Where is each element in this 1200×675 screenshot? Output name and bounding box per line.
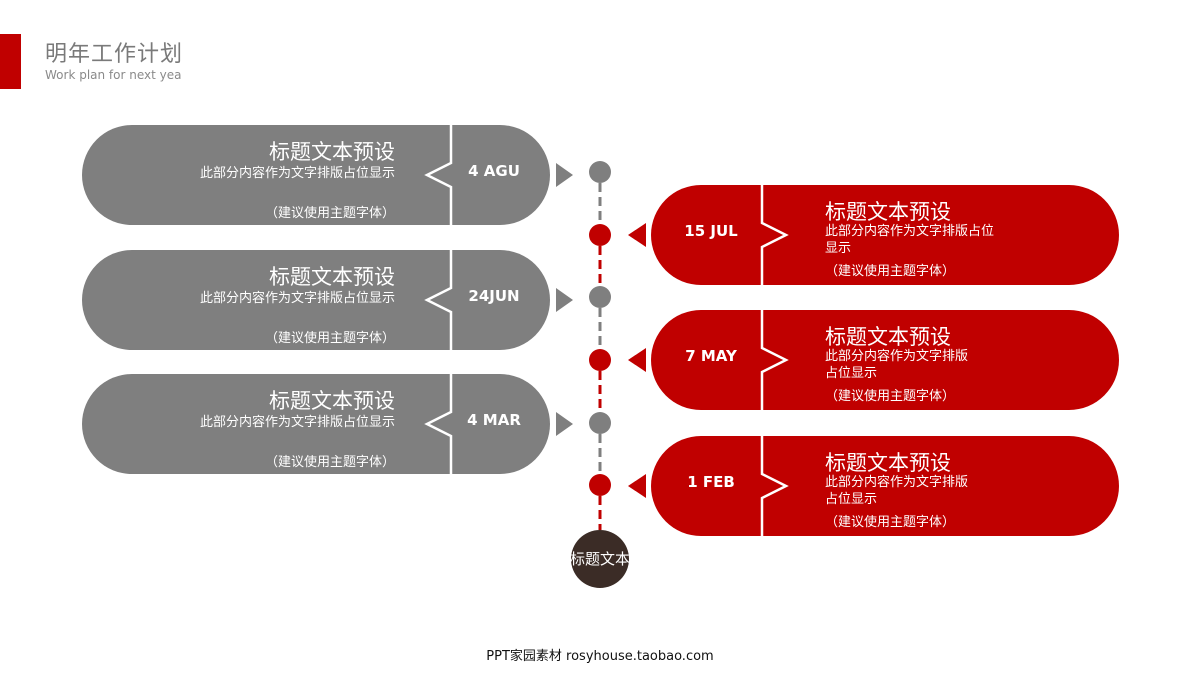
card-date: 24JUN [468, 287, 520, 305]
card-note: （建议使用主题字体） [825, 389, 956, 404]
card-date: 1 FEB [687, 473, 735, 491]
card-divider [424, 250, 453, 350]
card-divider [760, 185, 789, 285]
timeline-node [589, 412, 611, 434]
card-body-line: 此部分内容作为文字排版占位 [825, 224, 995, 239]
card-note: （建议使用主题字体） [264, 331, 395, 346]
card-note: （建议使用主题字体） [264, 455, 395, 470]
card-body-line: 显示 [825, 241, 852, 256]
timeline-card-left-1: 标题文本预设 此部分内容作为文字排版占位显示 （建议使用主题字体） 4 AGU [82, 125, 550, 225]
timeline-card-left-2: 标题文本预设 此部分内容作为文字排版占位显示 （建议使用主题字体） 24JUN [82, 250, 550, 350]
card-date: 7 MAY [685, 347, 737, 365]
timeline-node [589, 474, 611, 496]
card-body: 此部分内容作为文字排版 占位显示 [825, 474, 968, 508]
card-divider [424, 374, 453, 474]
card-body: 此部分内容作为文字排版 占位显示 [825, 348, 968, 382]
card-body-line: 此部分内容作为文字排版 [825, 349, 969, 364]
arrow-left-icon [628, 223, 646, 247]
timeline-card-right-3: 1 FEB 标题文本预设 此部分内容作为文字排版 占位显示 （建议使用主题字体） [651, 436, 1119, 536]
timeline-node [589, 161, 611, 183]
arrow-left-icon [628, 474, 646, 498]
card-note: （建议使用主题字体） [825, 515, 956, 530]
card-divider [760, 310, 789, 410]
timeline-node [589, 349, 611, 371]
timeline-card-right-2: 7 MAY 标题文本预设 此部分内容作为文字排版 占位显示 （建议使用主题字体） [651, 310, 1119, 410]
card-body-line: 占位显示 [825, 492, 878, 507]
arrow-left-icon [628, 348, 646, 372]
page-subtitle: Work plan for next yea [45, 68, 182, 82]
page-title: 明年工作计划 [45, 42, 184, 67]
card-body: 此部分内容作为文字排版占位显示 [199, 166, 395, 181]
footer-credit: PPT家园素材 rosyhouse.taobao.com [486, 649, 714, 664]
card-title: 标题文本预设 [825, 451, 951, 475]
card-body: 此部分内容作为文字排版占位 显示 [825, 223, 994, 257]
timeline-node [589, 224, 611, 246]
timeline-card-right-1: 15 JUL 标题文本预设 此部分内容作为文字排版占位 显示 （建议使用主题字体… [651, 185, 1119, 285]
card-divider [424, 125, 453, 225]
card-body-line: 占位显示 [825, 366, 878, 381]
card-body: 此部分内容作为文字排版占位显示 [199, 291, 395, 306]
arrow-right-icon [556, 412, 573, 436]
card-date: 4 MAR [467, 411, 521, 429]
card-title: 标题文本预设 [269, 265, 395, 289]
card-divider [760, 436, 789, 536]
end-node-label: 标题文本 [571, 550, 629, 568]
card-title: 标题文本预设 [269, 389, 395, 413]
card-body: 此部分内容作为文字排版占位显示 [199, 415, 395, 430]
card-body-line: 此部分内容作为文字排版 [825, 475, 969, 490]
timeline-end-node: 标题文本 [571, 530, 629, 588]
title-accent-bar [0, 34, 21, 89]
arrow-right-icon [556, 163, 573, 187]
card-note: （建议使用主题字体） [825, 264, 956, 279]
card-date: 15 JUL [684, 222, 738, 240]
timeline-card-left-3: 标题文本预设 此部分内容作为文字排版占位显示 （建议使用主题字体） 4 MAR [82, 374, 550, 474]
card-title: 标题文本预设 [825, 325, 951, 349]
card-title: 标题文本预设 [825, 200, 951, 224]
arrow-right-icon [556, 288, 573, 312]
card-title: 标题文本预设 [269, 140, 395, 164]
timeline-node [589, 286, 611, 308]
card-date: 4 AGU [468, 162, 520, 180]
card-note: （建议使用主题字体） [264, 206, 395, 221]
